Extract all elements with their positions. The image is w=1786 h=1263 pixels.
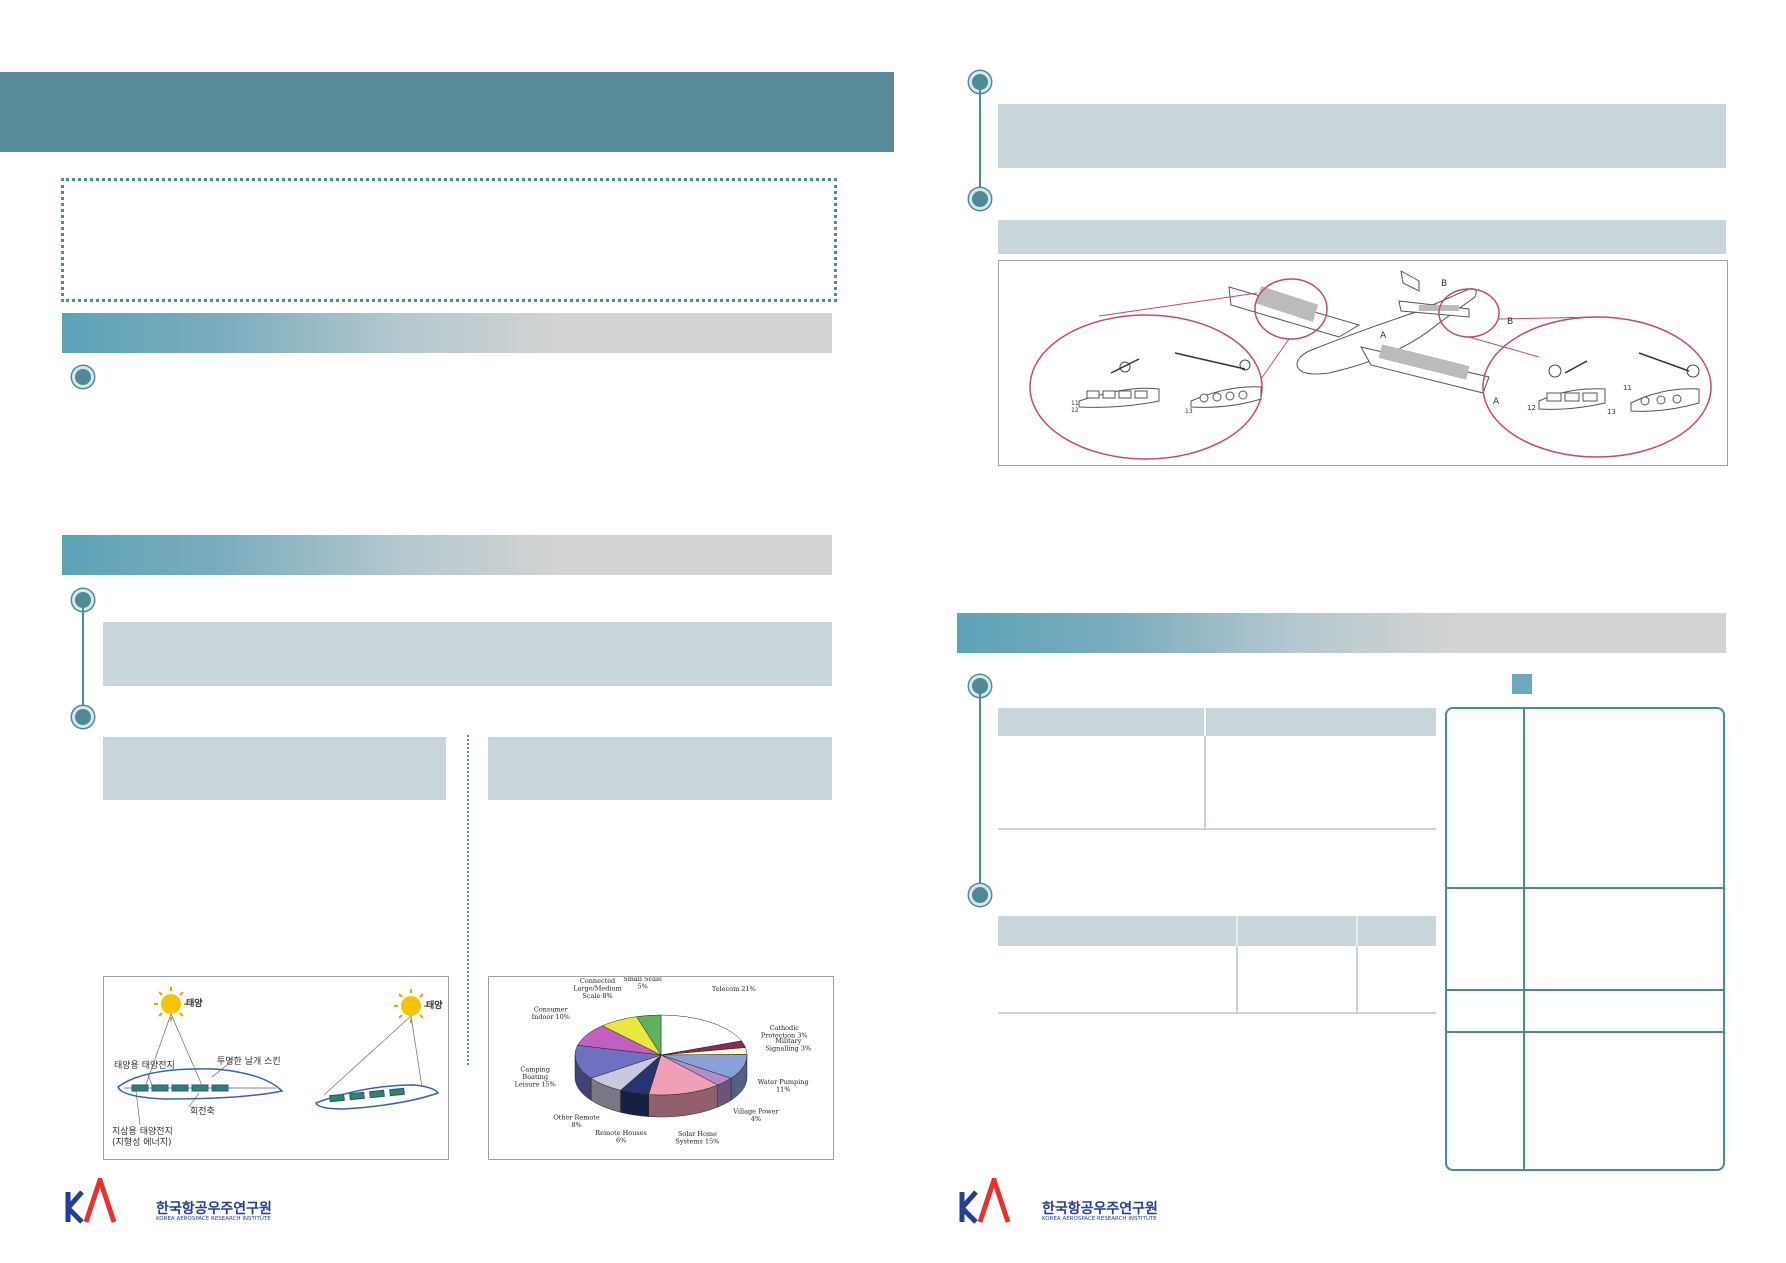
right-connector-line-1 [979,88,981,196]
kari-logo-left: 한국항공우주연구원 KOREA AEROSPACE RESEARCH INSTI… [64,1178,274,1226]
right-bullet-icon-2 [969,188,991,210]
solar-aircraft-patent-figure: A A B B 11 12 13 11 12 13 [998,260,1728,466]
ground-energy-label: (지형성 에너지) [112,1138,172,1148]
ground-solar-cell-label: 지상용 태양전지 [112,1127,173,1137]
pie-slice [648,1054,719,1096]
flight-solar-cell-label: 태양용 태양전지 [114,1061,175,1071]
table1-col-divider [1204,736,1206,828]
section-b-label-top: B [1441,279,1448,289]
right-inset-label-11: 11 [1623,384,1632,392]
left-inset-label-11: 11 [1071,400,1079,407]
section1-bullet-icon [72,366,94,388]
sun-icon [394,989,428,1023]
transparent-skin-label: 투명한 날개 스킨 [217,1057,281,1067]
kari-logo-mark-icon [65,1178,117,1224]
right-inset-label-13: 13 [1607,408,1616,416]
kari-logo-korean: 한국항공우주연구원 [156,1201,272,1217]
left-column-caption-box [103,737,446,800]
comparison-table-1 [998,708,1436,830]
kari-logo-english: KOREA AEROSPACE RESEARCH INSTITUTE [1042,1216,1157,1222]
airfoil-diagram [117,987,440,1126]
summary-box [61,178,837,302]
sun-icon [154,987,188,1021]
sidebar-row-divider-3 [1447,1031,1723,1033]
sidebar-row-divider-2 [1447,989,1723,991]
column-divider [467,735,469,1065]
section-header-2 [62,535,832,575]
section2-connector-line [82,606,84,714]
section-header-1 [62,313,832,353]
section2-highlight-box [103,622,832,686]
right-column-caption-box [488,737,832,800]
left-page-title-banner [0,72,894,152]
right-highlight-box [998,104,1726,168]
section2-bullet-icon-2 [72,706,94,728]
left-inset-label-13: 13 [1185,408,1193,415]
sun-icon [1119,359,1251,373]
table2-bottom-rule [998,1012,1436,1014]
left-inset-label-12: 12 [1071,407,1079,414]
section3-connector-line [979,692,981,892]
table2-header [998,916,1436,946]
kari-logo-mark-icon [959,1178,1011,1224]
main-spar-label: 회전축 [190,1107,215,1117]
kari-logo-english: KOREA AEROSPACE RESEARCH INSTITUTE [156,1216,271,1222]
pie-slice [660,1014,742,1056]
section-a-label-top: A [1380,331,1387,341]
section3-bullet-icon-2 [969,884,991,906]
airfoil-solar-cell-figure: 태양 태양 투명한 날개 스킨 태양용 태양전지 회전축 지상용 태양전지 (지… [103,976,449,1160]
sidebar-col-divider [1523,709,1525,1169]
table2-col-divider-1 [1236,946,1238,1012]
sun-label-right: 태양 [426,1001,443,1011]
sidebar-info-box [1445,707,1725,1171]
table2-header-divider-2 [1356,916,1358,946]
comparison-table-2 [998,916,1436,1014]
pie-slice [636,1014,662,1056]
table1-header-col1 [998,708,1204,736]
figure-caption-bar [998,220,1726,254]
pie-slice [574,1045,662,1079]
sidebar-row-divider-1 [1447,887,1723,889]
kari-logo-right: 한국항공우주연구원 KOREA AEROSPACE RESEARCH INSTI… [958,1178,1168,1226]
solar-aircraft-diagram [1029,270,1712,460]
table1-bottom-rule [998,828,1436,830]
pie-slice-label: Telecom 21% [712,985,756,993]
sun-label-left: 태양 [186,999,203,1009]
kari-logo-korean: 한국항공우주연구원 [1042,1201,1158,1217]
table2-header-divider-1 [1236,916,1238,946]
table2-col-divider-2 [1356,946,1358,1012]
sidebar-marker-icon [1512,674,1532,694]
section-b-label-right: B [1507,317,1514,327]
table1-header-col2 [1206,708,1436,736]
section-header-3 [957,613,1726,653]
section-a-label-bottom: A [1493,397,1500,407]
right-inset-label-12: 12 [1527,404,1536,412]
